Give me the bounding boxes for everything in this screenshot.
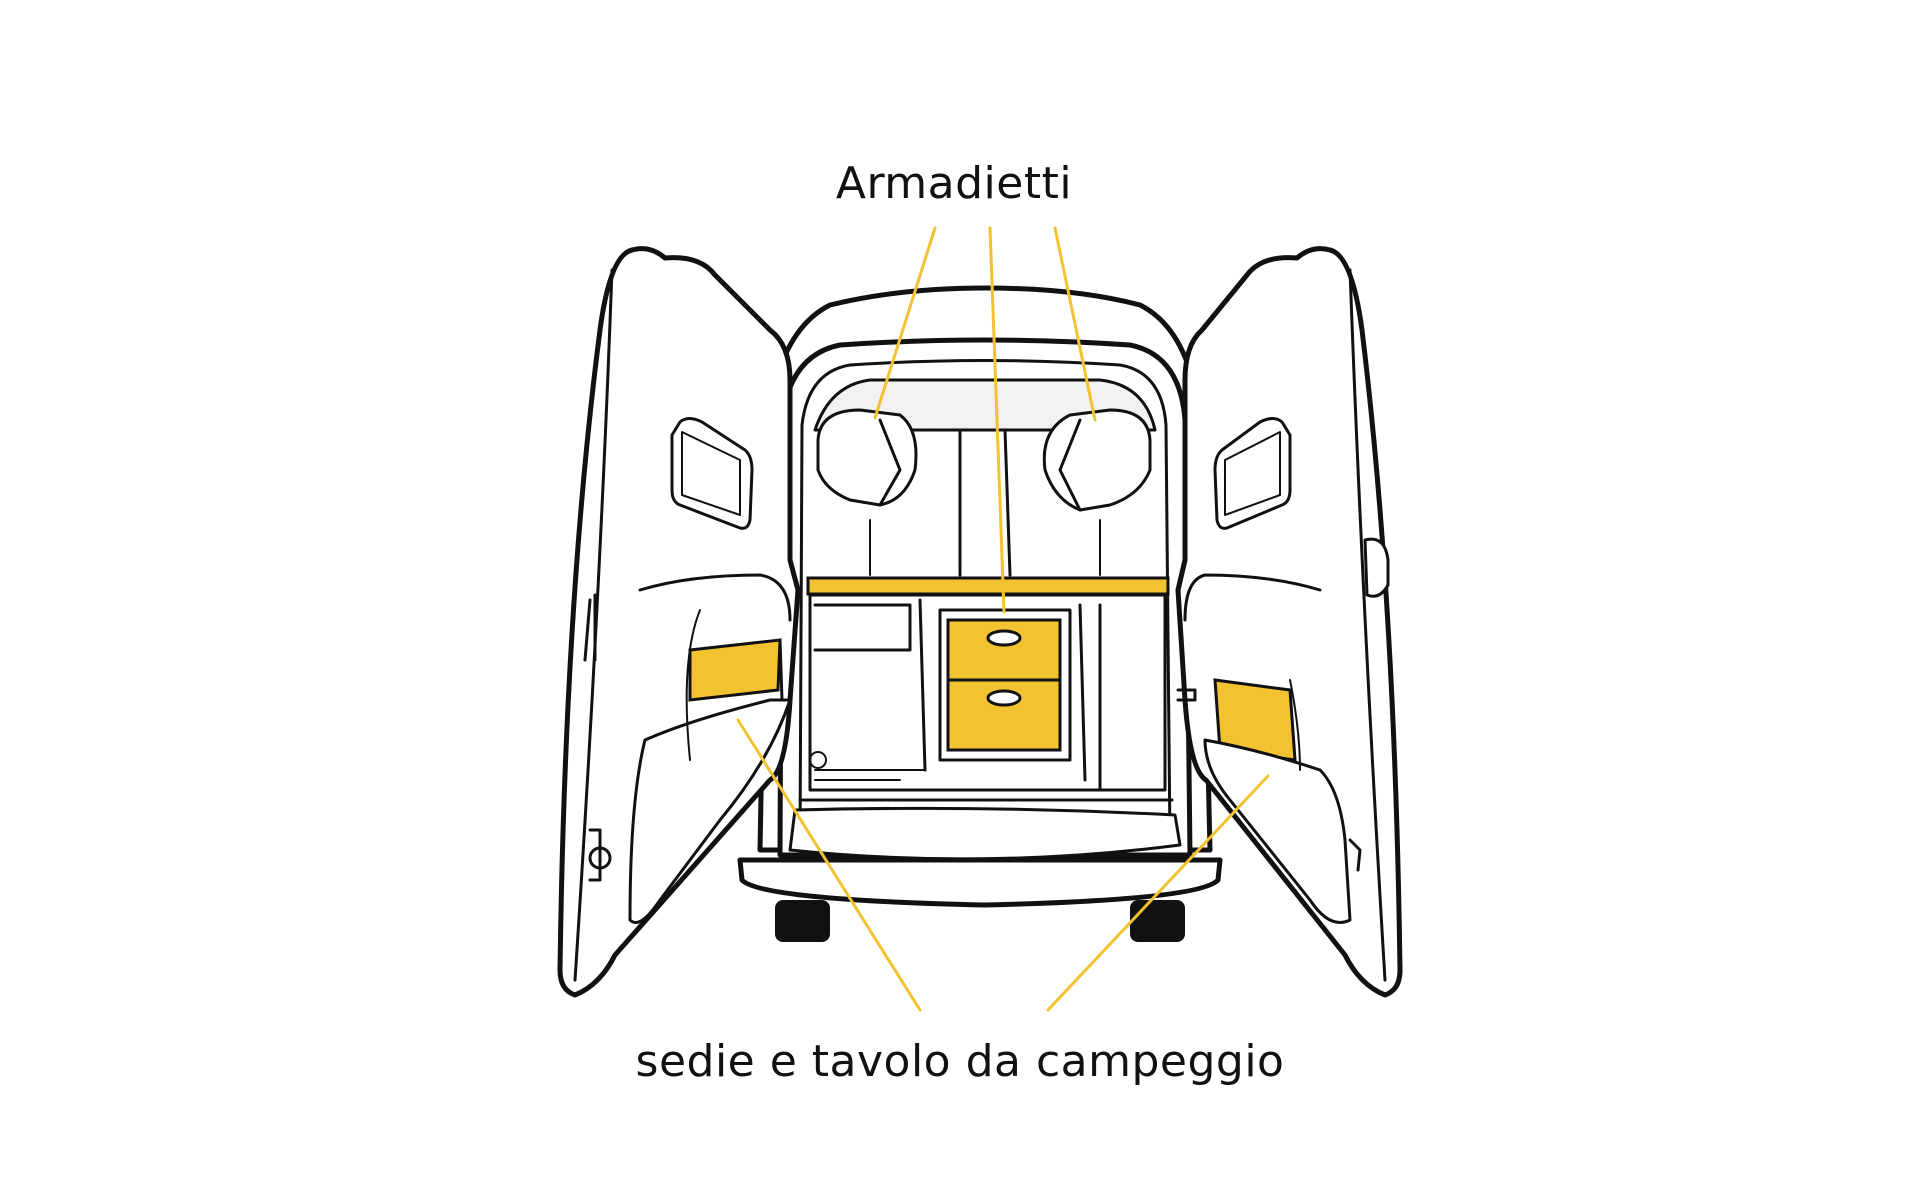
drawers xyxy=(946,618,1062,752)
leader-chairs-right xyxy=(1046,774,1270,1012)
left-wheel xyxy=(775,900,830,942)
leader-cabinet-left xyxy=(873,226,937,420)
cabinet-right xyxy=(1042,408,1152,512)
shelf-board xyxy=(806,576,1170,596)
label-chairs-table: sedie e tavolo da campeggio xyxy=(635,1036,1285,1087)
leader-chairs-left xyxy=(736,718,922,1012)
left-door-pocket xyxy=(688,638,782,702)
leader-lines xyxy=(736,226,1270,1012)
label-cabinets: Armadietti xyxy=(835,158,1073,209)
right-wheel xyxy=(1130,900,1185,942)
right-door-pocket xyxy=(1213,678,1297,762)
van-interior xyxy=(788,378,1182,861)
leader-shelf xyxy=(988,226,1006,614)
cabinet-left xyxy=(816,408,918,507)
right-door xyxy=(1175,246,1403,998)
leader-cabinet-right xyxy=(1053,226,1097,422)
left-door xyxy=(557,246,801,998)
